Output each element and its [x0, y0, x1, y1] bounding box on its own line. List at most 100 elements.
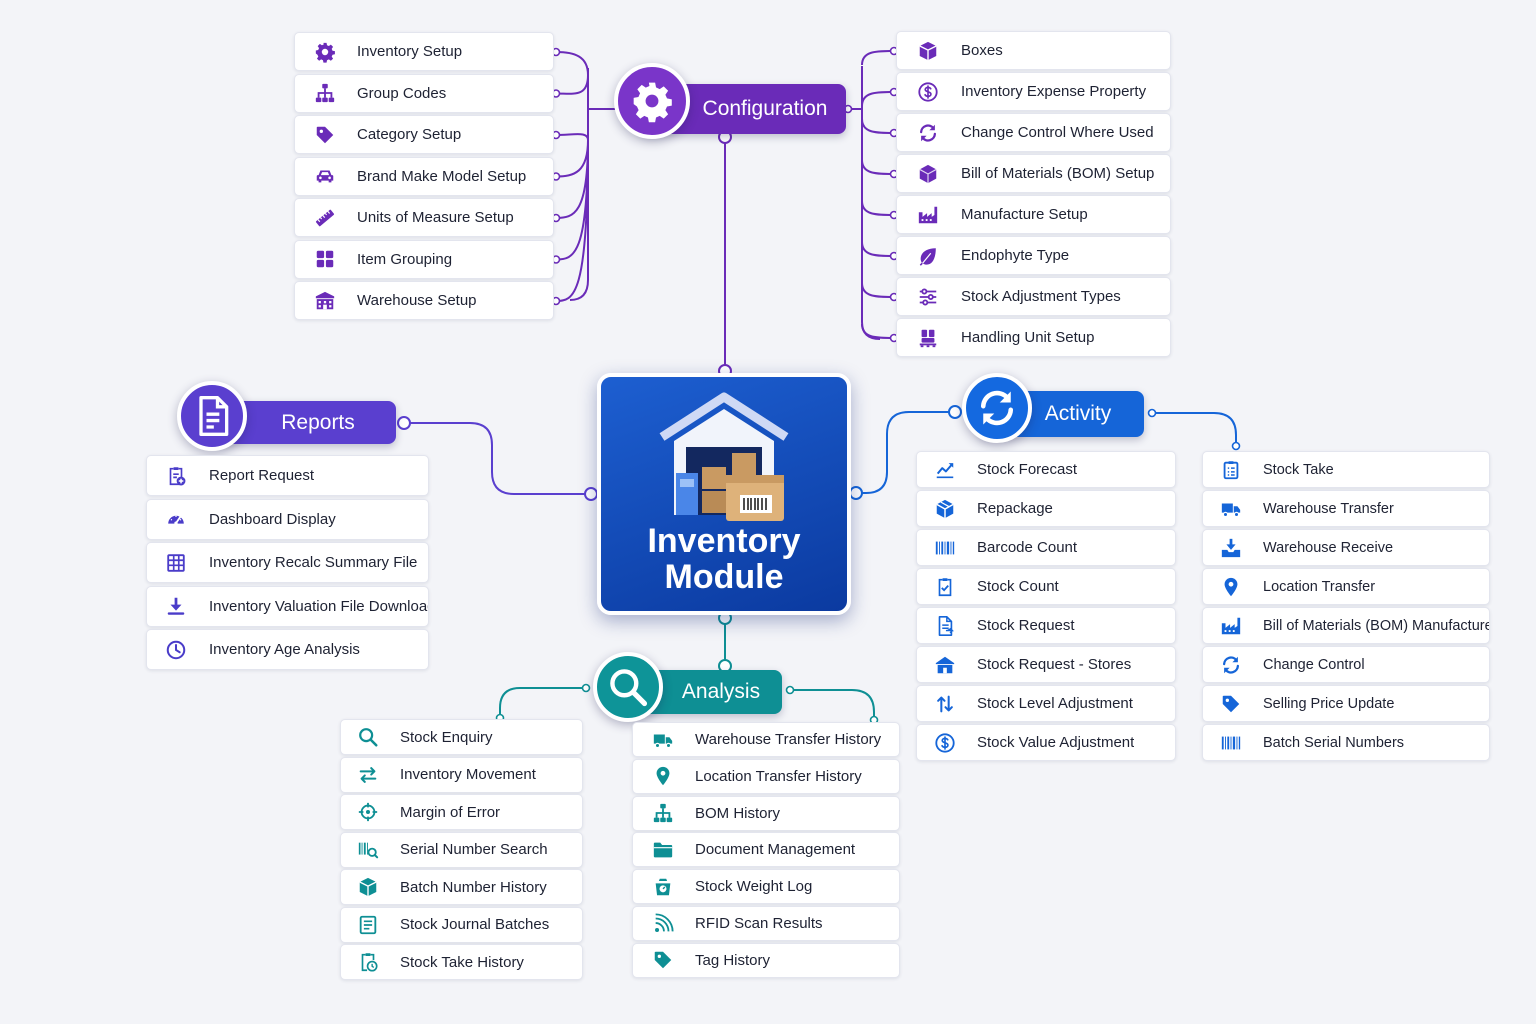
- item-units-of-measure-setup[interactable]: Units of Measure Setup: [294, 198, 554, 237]
- barcode-icon: [1219, 731, 1243, 755]
- item-repackage[interactable]: Repackage: [916, 490, 1176, 527]
- item-stock-take-history[interactable]: Stock Take History: [340, 944, 583, 980]
- item-label: Stock Value Adjustment: [977, 734, 1135, 751]
- item-stock-forecast[interactable]: Stock Forecast: [916, 451, 1176, 488]
- crosshair-icon: [356, 800, 380, 824]
- item-document-management[interactable]: Document Management: [632, 832, 900, 868]
- item-brand-make-model-setup[interactable]: Brand Make Model Setup: [294, 156, 554, 196]
- item-label: Inventory Setup: [357, 43, 463, 60]
- activity-connector-dot: [948, 405, 962, 419]
- item-label: Stock Forecast: [977, 461, 1078, 478]
- tag-icon: [1219, 692, 1243, 716]
- item-label: Stock Count: [977, 578, 1059, 595]
- item-stock-request-stores[interactable]: Stock Request - Stores: [916, 646, 1176, 683]
- crosshair-icon-glyph: [358, 802, 378, 822]
- item-dashboard-display[interactable]: Dashboard Display: [146, 498, 429, 540]
- dollar-icon-glyph: [935, 732, 955, 753]
- item-stock-count[interactable]: Stock Count: [916, 568, 1176, 605]
- item-stock-weight-log[interactable]: Stock Weight Log: [632, 869, 900, 905]
- swap-icon-glyph: [359, 766, 377, 783]
- swap-icon: [356, 763, 380, 787]
- item-warehouse-receive[interactable]: Warehouse Receive: [1202, 529, 1490, 566]
- tag-icon: [651, 948, 675, 972]
- leaf-icon: [916, 244, 940, 268]
- folder-icon: [651, 838, 675, 862]
- box-icon-glyph: [919, 41, 937, 60]
- item-label: Stock Level Adjustment: [977, 695, 1133, 712]
- box-icon: [916, 39, 940, 63]
- item-rfid-scan-results[interactable]: RFID Scan Results: [632, 906, 900, 941]
- item-stock-journal-batches[interactable]: Stock Journal Batches: [340, 906, 583, 943]
- item-location-transfer-history[interactable]: Location Transfer History: [632, 758, 900, 794]
- item-batch-number-history[interactable]: Batch Number History: [340, 869, 583, 905]
- item-stock-value-adjustment[interactable]: Stock Value Adjustment: [916, 724, 1176, 761]
- item-selling-price-update[interactable]: Selling Price Update: [1202, 685, 1490, 722]
- item-warehouse-transfer-history[interactable]: Warehouse Transfer History: [632, 722, 900, 757]
- pin-icon-glyph: [656, 767, 670, 786]
- item-stock-adjustment-types[interactable]: Stock Adjustment Types: [896, 277, 1171, 316]
- item-group-codes[interactable]: Group Codes: [294, 73, 554, 113]
- ruler-icon: [313, 206, 337, 230]
- reports-to-hub: [404, 422, 590, 495]
- item-inventory-recalc-summary-file[interactable]: Inventory Recalc Summary File: [146, 542, 429, 583]
- item-location-transfer[interactable]: Location Transfer: [1202, 568, 1490, 605]
- item-boxes[interactable]: Boxes: [896, 31, 1171, 70]
- hierarchy-icon-glyph: [315, 83, 335, 103]
- item-batch-serial-numbers[interactable]: Batch Serial Numbers: [1202, 724, 1490, 761]
- item-bill-of-materials-bom-manufacture[interactable]: Bill of Materials (BOM) Manufacture: [1202, 607, 1490, 644]
- item-tag-history[interactable]: Tag History: [632, 942, 900, 978]
- item-item-grouping[interactable]: Item Grouping: [294, 239, 554, 279]
- item-stock-enquiry[interactable]: Stock Enquiry: [340, 719, 583, 755]
- scale-icon: [651, 875, 675, 899]
- item-report-request[interactable]: Report Request: [146, 455, 429, 496]
- item-barcode-count[interactable]: Barcode Count: [916, 529, 1176, 566]
- item-change-control[interactable]: Change Control: [1202, 646, 1490, 683]
- inventory-module-hub[interactable]: Inventory Module: [597, 373, 851, 615]
- item-bill-of-materials-bom-setup[interactable]: Bill of Materials (BOM) Setup: [896, 154, 1171, 193]
- grid-icon: [313, 247, 337, 271]
- item-label: RFID Scan Results: [695, 915, 823, 932]
- item-inventory-valuation-file-download[interactable]: Inventory Valuation File Download: [146, 585, 429, 627]
- analysis-left-dot: [581, 683, 591, 693]
- folder-icon-glyph: [653, 842, 673, 858]
- config-right-branches: [861, 50, 895, 339]
- item-bom-history[interactable]: BOM History: [632, 795, 900, 831]
- item-change-control-where-used[interactable]: Change Control Where Used: [896, 113, 1171, 152]
- document-icon: [933, 614, 957, 638]
- item-label: Change Control: [1263, 656, 1365, 673]
- item-inventory-setup[interactable]: Inventory Setup: [294, 32, 554, 71]
- item-endophyte-type[interactable]: Endophyte Type: [896, 236, 1171, 275]
- item-serial-number-search[interactable]: Serial Number Search: [340, 831, 583, 868]
- list-doc-icon: [356, 913, 380, 937]
- item-warehouse-transfer[interactable]: Warehouse Transfer: [1202, 490, 1490, 527]
- item-label: Margin of Error: [400, 803, 501, 821]
- tag-icon-glyph: [1222, 695, 1240, 712]
- clock-icon: [164, 638, 188, 662]
- clipboard-check-icon-glyph: [938, 577, 952, 596]
- item-handling-unit-setup[interactable]: Handling Unit Setup: [896, 318, 1171, 357]
- item-stock-level-adjustment[interactable]: Stock Level Adjustment: [916, 685, 1176, 722]
- item-manufacture-setup[interactable]: Manufacture Setup: [896, 195, 1171, 234]
- rfid-icon-glyph: [655, 912, 674, 932]
- reports-label: Reports: [281, 410, 355, 434]
- item-margin-of-error[interactable]: Margin of Error: [340, 794, 583, 830]
- item-label: Stock Enquiry: [400, 728, 493, 746]
- item-category-setup[interactable]: Category Setup: [294, 115, 554, 154]
- table-icon: [164, 551, 188, 575]
- scale-icon-glyph: [655, 878, 671, 895]
- clipboard-list-icon-glyph: [1223, 460, 1239, 479]
- store-icon: [933, 653, 957, 677]
- item-stock-take[interactable]: Stock Take: [1202, 451, 1490, 488]
- up-down-arrows-icon: [933, 692, 957, 716]
- item-label: Barcode Count: [977, 539, 1078, 556]
- factory-icon-glyph: [1221, 617, 1241, 634]
- item-stock-request[interactable]: Stock Request: [916, 607, 1176, 644]
- item-label: Warehouse Transfer History: [695, 731, 882, 748]
- item-inventory-age-analysis[interactable]: Inventory Age Analysis: [146, 629, 429, 670]
- clipboard-clock-icon: [356, 950, 380, 974]
- item-inventory-expense-property[interactable]: Inventory Expense Property: [896, 72, 1171, 111]
- trend-icon-glyph: [936, 462, 954, 478]
- refresh-icon-glyph: [980, 390, 1014, 426]
- item-inventory-movement[interactable]: Inventory Movement: [340, 756, 583, 793]
- item-warehouse-setup[interactable]: Warehouse Setup: [294, 281, 554, 320]
